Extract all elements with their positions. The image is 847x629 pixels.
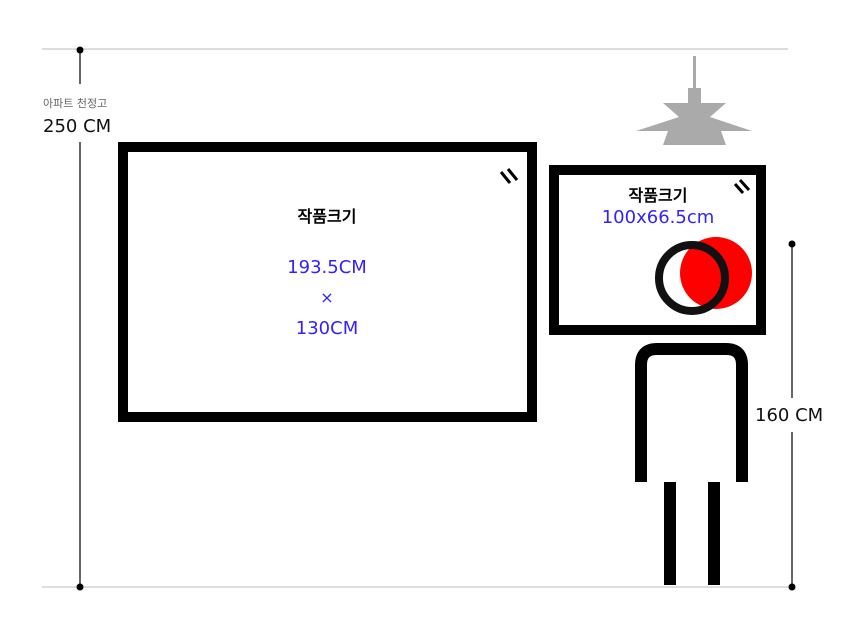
small-artwork-title: 작품크기 [628, 186, 688, 205]
ceiling-label: 아파트 천정고 [43, 97, 108, 110]
black-ring [655, 241, 729, 315]
small-artwork-frame [549, 165, 766, 335]
lamp-icon [636, 56, 752, 145]
person-figure [635, 343, 748, 585]
glare-icon [733, 178, 751, 194]
eye-height-value: 160 CM [755, 405, 824, 426]
eye-height-dimension [788, 240, 796, 591]
small-artwork-size: 100x66.5cm [601, 207, 715, 228]
large-artwork-width: 193.5CM [287, 257, 367, 278]
ceiling-height-dimension [76, 46, 84, 591]
ceiling-value: 250 CM [43, 116, 112, 137]
large-artwork-title: 작품크기 [297, 207, 357, 226]
red-circle [680, 237, 752, 309]
large-artwork-frame [118, 142, 537, 422]
large-artwork-height: 130CM [295, 318, 359, 339]
times-sign: × [320, 288, 334, 307]
glare-icon [499, 168, 519, 184]
